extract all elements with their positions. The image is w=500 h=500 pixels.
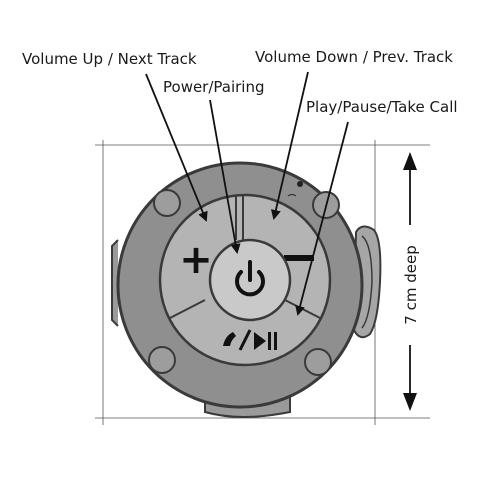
plus-icon: + — [179, 237, 213, 283]
callout-play-pause: Play/Pause/Take Call — [306, 98, 458, 116]
dimension-frame — [95, 140, 430, 425]
minus-icon — [284, 255, 314, 261]
leader-power — [209, 99, 241, 254]
volume-up-button[interactable]: + — [179, 237, 213, 283]
depth-dimension: 7 cm deep — [402, 152, 420, 411]
leader-volume-up — [145, 73, 208, 222]
volume-down-button[interactable] — [284, 255, 314, 261]
callout-volume-down: Volume Down / Prev. Track — [255, 48, 453, 66]
microphone-icon — [297, 181, 303, 187]
leader-volume-down — [270, 71, 309, 220]
power-button[interactable] — [208, 238, 292, 322]
depth-label: 7 cm deep — [402, 245, 420, 324]
phone-play-pause-icon — [223, 329, 277, 351]
callout-power: Power/Pairing — [163, 78, 265, 96]
leader-play-pause — [295, 121, 349, 316]
power-icon — [235, 260, 265, 297]
play-pause-call-button[interactable] — [223, 329, 277, 351]
callout-volume-up: Volume Up / Next Track — [22, 50, 197, 68]
